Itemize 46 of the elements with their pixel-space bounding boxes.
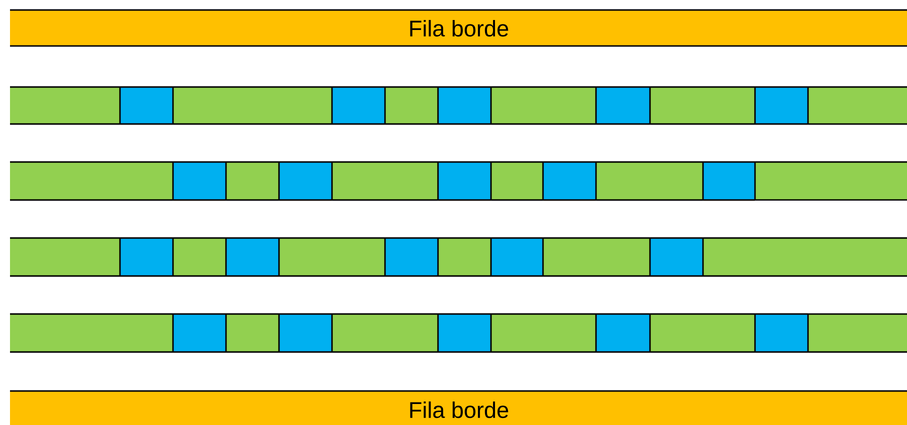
tile (490, 237, 543, 277)
tile (119, 237, 173, 277)
tile (595, 161, 703, 201)
tile (649, 86, 755, 125)
tile (172, 161, 226, 201)
tile (225, 237, 279, 277)
tile (384, 237, 438, 277)
tile (807, 86, 907, 125)
tile (172, 313, 226, 353)
tile (331, 161, 438, 201)
tile (172, 86, 332, 125)
tile (10, 237, 120, 277)
tile (225, 161, 279, 201)
banner-bar: Fila borde (10, 9, 907, 47)
tile (754, 86, 808, 125)
tile (384, 86, 438, 125)
tile (807, 313, 907, 353)
tile (649, 313, 755, 353)
tile (331, 313, 438, 353)
tile (437, 161, 491, 201)
tile (542, 161, 596, 201)
tile (754, 161, 907, 201)
tile (10, 161, 173, 201)
tile (490, 313, 596, 353)
tile (542, 237, 650, 277)
tile (331, 86, 385, 125)
tile (649, 237, 703, 277)
tile (595, 86, 650, 125)
tile (172, 237, 226, 277)
tile (490, 86, 596, 125)
tile (702, 237, 907, 277)
tile (278, 313, 332, 353)
tile (754, 313, 808, 353)
tile (278, 237, 385, 277)
tile (10, 313, 173, 353)
tile (490, 161, 543, 201)
tile (225, 313, 279, 353)
tile (702, 161, 755, 201)
tile (595, 313, 650, 353)
tile (437, 86, 491, 125)
tile (278, 161, 332, 201)
tile (119, 86, 173, 125)
banner-bar: Fila borde (10, 390, 907, 425)
tile (437, 313, 491, 353)
tile (437, 237, 491, 277)
tile (10, 86, 120, 125)
